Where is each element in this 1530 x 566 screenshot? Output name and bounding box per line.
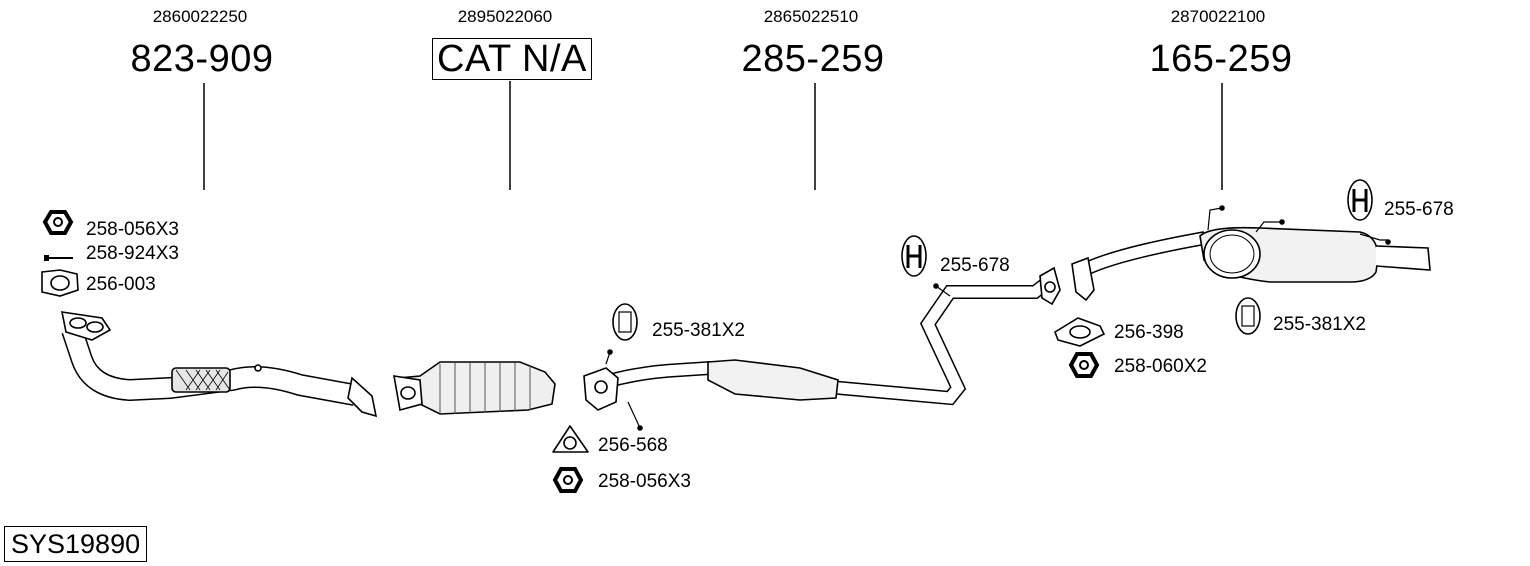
front-pipe-823-909 (60, 311, 378, 418)
accessory-label: 256-398 (1114, 322, 1184, 343)
bolt-icon (44, 255, 73, 261)
gasket-icon (1054, 317, 1106, 347)
hex-nut-icon (1068, 352, 1100, 378)
rear-silencer-165-259 (1071, 205, 1431, 302)
accessory-label: 258-060X2 (1114, 356, 1207, 377)
oem-number: 2865022510 (763, 7, 859, 26)
accessory-label: 255-678 (940, 255, 1010, 276)
accessory-label: 258-924X3 (86, 243, 179, 264)
accessory-label: 255-381X2 (1273, 314, 1366, 335)
rubber-hanger-icon (1235, 297, 1261, 335)
rubber-hanger-icon (612, 303, 638, 341)
hex-nut-icon (42, 210, 74, 235)
gasket-icon (41, 269, 79, 297)
oem-number: 2895022060 (457, 7, 553, 26)
part-number: 823-909 (130, 38, 274, 80)
accessory-label: 256-568 (598, 435, 668, 456)
h-hanger-icon (901, 235, 927, 277)
accessory-label: 256-003 (86, 274, 156, 295)
part-number: 165-259 (1149, 38, 1293, 80)
part-number: 285-259 (741, 38, 885, 80)
oem-number: 2870022100 (1170, 7, 1266, 26)
hex-nut-icon (552, 467, 584, 493)
accessory-label: 255-381X2 (652, 320, 745, 341)
accessory-label: 258-056X3 (86, 219, 179, 240)
middle-pipe-285-259 (583, 266, 1061, 431)
accessory-label: 258-056X3 (598, 471, 691, 492)
part-number-boxed: CAT N/A (432, 38, 592, 80)
system-id-label: SYS19890 (4, 526, 148, 562)
oem-number: 2860022250 (152, 7, 248, 26)
gasket-icon (552, 425, 589, 453)
h-hanger-icon (1347, 179, 1373, 221)
catalytic-converter (393, 361, 556, 415)
accessory-label: 255-678 (1384, 199, 1454, 220)
